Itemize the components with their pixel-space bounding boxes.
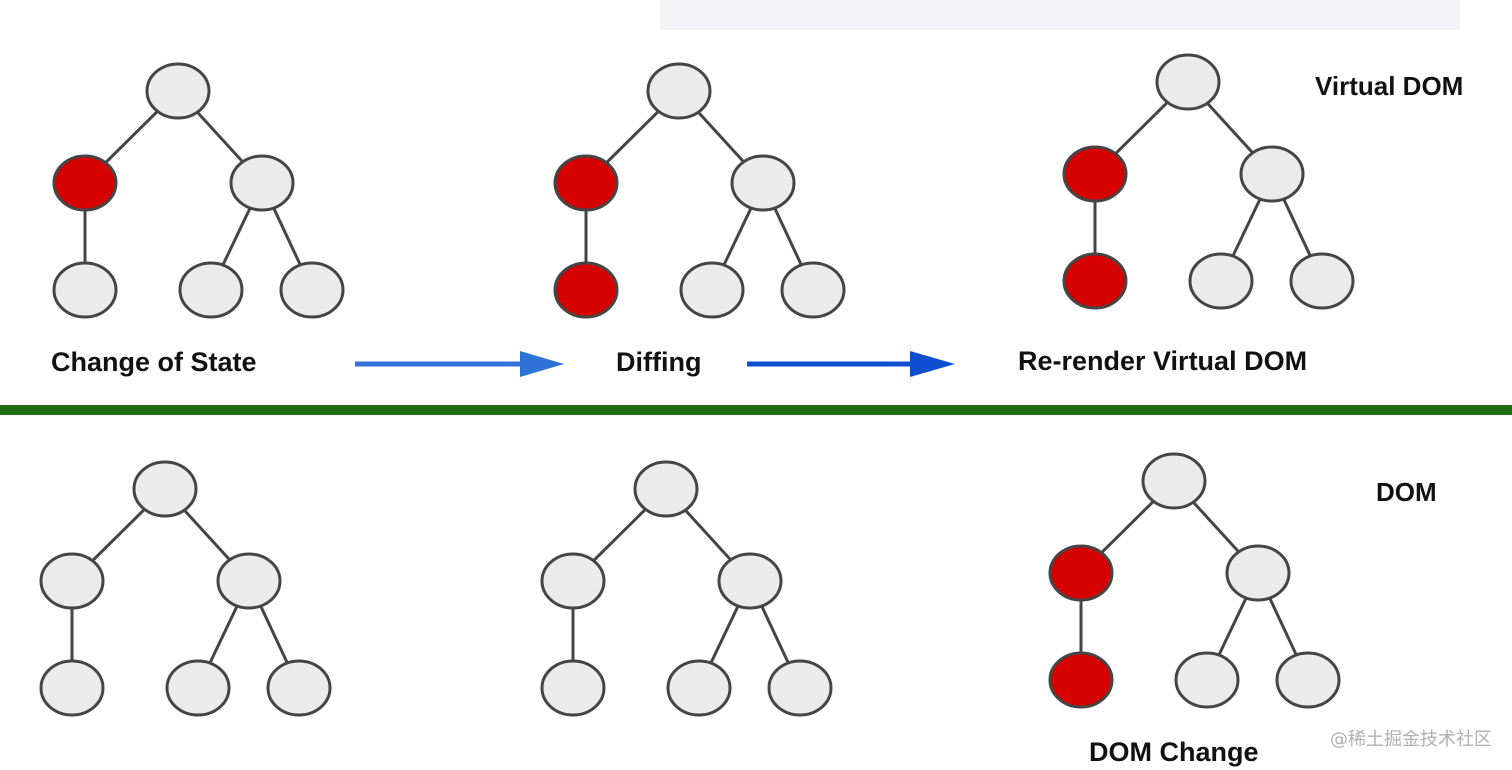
changed-node-left [52,154,118,212]
watermark: @稀土掘金技术社区 [1330,729,1492,750]
tree-vdom-diffing [553,62,846,319]
tree-dom-change [1048,452,1341,709]
changed-node-left-child [553,261,619,319]
diffing-label: Diffing [616,347,701,377]
changed-node-left [1048,544,1114,602]
tree-node-left-child [52,261,118,319]
right-arrow-icon [747,351,955,377]
tree-node-root [1155,53,1221,111]
top-decoration [660,0,1460,30]
tree-node-right [717,552,783,610]
changed-node-left-child [1062,252,1128,310]
dom-section-label: DOM [1376,477,1437,507]
tree-node-left [540,552,606,610]
tree-node-right-left [666,659,732,717]
tree-node-right-right [767,659,833,717]
tree-vdom-rerender [1062,53,1355,310]
rerender-virtual-dom-label: Re-render Virtual DOM [1018,346,1307,376]
tree-node-right [1225,544,1291,602]
changed-node-left [553,154,619,212]
tree-node-root [633,460,699,518]
tree-node-right-left [1188,252,1254,310]
tree-node-right-right [266,659,332,717]
tree-node-right-right [279,261,345,319]
tree-node-right [1239,145,1305,203]
tree-node-root [132,460,198,518]
tree-node-root [1141,452,1207,510]
tree-dom-before [39,460,332,717]
tree-node-right-right [1289,252,1355,310]
tree-node-root [646,62,712,120]
tree-node-left-child [39,659,105,717]
changed-node-left [1062,145,1128,203]
tree-vdom-change-of-state [52,62,345,319]
tree-node-right-left [679,261,745,319]
tree-node-right [229,154,295,212]
tree-node-right-left [178,261,244,319]
right-arrow-icon [355,351,564,377]
tree-node-left-child [540,659,606,717]
section-divider [0,405,1512,415]
changed-node-left-child [1048,651,1114,709]
tree-node-right-right [1275,651,1341,709]
dom-change-label: DOM Change [1089,737,1259,767]
tree-node-right-right [780,261,846,319]
tree-node-left [39,552,105,610]
tree-node-right-left [165,659,231,717]
tree-dom-diffing [540,460,833,717]
virtual-dom-section-label: Virtual DOM [1315,71,1463,101]
tree-node-right [730,154,796,212]
tree-node-root [145,62,211,120]
tree-node-right-left [1174,651,1240,709]
tree-node-right [216,552,282,610]
change-of-state-label: Change of State [51,347,257,377]
